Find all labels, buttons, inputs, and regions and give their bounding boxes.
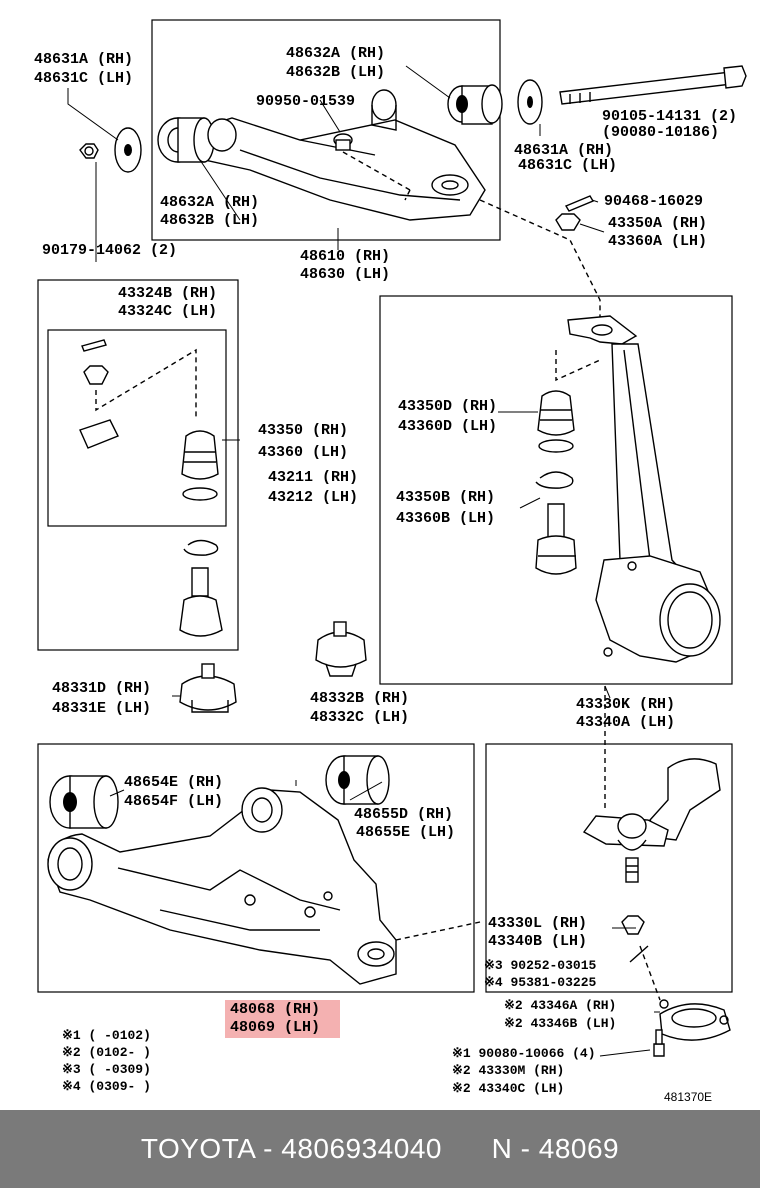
bumper-48332 xyxy=(315,621,367,677)
label-43350b: 43350B (RH) xyxy=(396,489,495,506)
leader-lines xyxy=(67,65,660,1057)
selected-part-highlight xyxy=(225,1000,340,1038)
label-90105: 90105-14131 (2) xyxy=(602,108,737,125)
label-48631a-right: 48631A (RH) xyxy=(514,142,613,159)
label-43360a: 43360A (LH) xyxy=(608,233,707,250)
label-48631c-right: 48631C (LH) xyxy=(518,157,617,174)
label-48632a-top: 48632A (RH) xyxy=(286,45,385,62)
note-3: ※3 ( -0309) xyxy=(62,1062,151,1077)
label-43340b: 43340B (LH) xyxy=(488,933,587,950)
label-43324c: 43324C (LH) xyxy=(118,303,217,320)
lower-ball-drawing xyxy=(582,758,731,1057)
label-48332b: 48332B (RH) xyxy=(310,690,409,707)
label-43340c: ※2 43340C (LH) xyxy=(452,1081,564,1096)
label-43350d: 43350D (RH) xyxy=(398,398,497,415)
note-1: ※1 ( -0102) xyxy=(62,1028,151,1043)
label-48654f: 48654F (LH) xyxy=(124,793,223,810)
cotter-and-nut xyxy=(479,195,601,325)
upper-arm-drawing xyxy=(157,84,503,221)
label-48632b-top: 48632B (LH) xyxy=(286,64,385,81)
label-43350a: 43350A (RH) xyxy=(608,215,707,232)
label-43211: 43211 (RH) xyxy=(268,469,358,486)
upper-bolt-right xyxy=(517,65,747,125)
ball-kit-outer-box xyxy=(37,279,239,651)
upper-washer-left xyxy=(79,127,142,173)
label-95381: ※4 95381-03225 xyxy=(484,975,597,990)
label-48632a-bottom: 48632A (RH) xyxy=(160,194,259,211)
label-48632b-bottom: 48632B (LH) xyxy=(160,212,259,229)
label-group: 48631A (RH) 48631C (LH) 48632A (RH) 4863… xyxy=(34,45,737,1104)
label-48068: 48068 (RH) xyxy=(230,1001,320,1018)
note-2: ※2 (0102- ) xyxy=(62,1045,151,1060)
label-43360d: 43360D (LH) xyxy=(398,418,497,435)
label-48655d: 48655D (RH) xyxy=(354,806,453,823)
label-48331d: 48331D (RH) xyxy=(52,680,151,697)
label-90179: 90179-14062 (2) xyxy=(42,242,177,259)
label-48331e: 48331E (LH) xyxy=(52,700,151,717)
label-90080-10066: ※1 90080-10066 (4) xyxy=(452,1046,596,1061)
parts-diagram: 48631A (RH) 48631C (LH) 48632A (RH) 4863… xyxy=(34,19,747,1104)
label-48332c: 48332C (LH) xyxy=(310,709,409,726)
note-4: ※4 (0309- ) xyxy=(62,1079,151,1094)
ball-kit-drawing xyxy=(79,339,223,637)
label-90950: 90950-01539 xyxy=(256,93,355,110)
lower-arm-box xyxy=(37,743,475,993)
label-43360: 43360 (LH) xyxy=(258,444,348,461)
label-48610: 48610 (RH) xyxy=(300,248,390,265)
label-48655e: 48655E (LH) xyxy=(356,824,455,841)
label-43212: 43212 (LH) xyxy=(268,489,358,506)
lower-ball-box xyxy=(485,743,733,993)
knuckle-drawing xyxy=(555,315,721,663)
label-43340a: 43340A (LH) xyxy=(576,714,675,731)
label-43330m: ※2 43330M (RH) xyxy=(452,1063,564,1078)
bumper-48331 xyxy=(179,663,237,713)
label-48631a: 48631A (RH) xyxy=(34,51,133,68)
label-43346b: ※2 43346B (LH) xyxy=(504,1016,616,1031)
diagram-code: 481370E xyxy=(664,1090,712,1104)
label-90468: 90468-16029 xyxy=(604,193,703,210)
footer-text: TOYOTA - 4806934040 N - 48069 xyxy=(140,1133,620,1164)
label-43346a: ※2 43346A (RH) xyxy=(504,998,616,1013)
label-43360b: 43360B (LH) xyxy=(396,510,495,527)
label-43324b: 43324B (RH) xyxy=(118,285,217,302)
label-48069: 48069 (LH) xyxy=(230,1019,320,1036)
label-43350: 43350 (RH) xyxy=(258,422,348,439)
label-48630: 48630 (LH) xyxy=(300,266,390,283)
label-43330l: 43330L (RH) xyxy=(488,915,587,932)
label-48654e: 48654E (RH) xyxy=(124,774,223,791)
label-90080: (90080-10186) xyxy=(602,124,719,141)
label-90252: ※3 90252-03015 xyxy=(484,958,597,973)
boot-and-ring xyxy=(535,390,577,575)
upper-arm-box xyxy=(151,19,501,241)
knuckle-box xyxy=(379,295,733,685)
label-43330k: 43330K (RH) xyxy=(576,696,675,713)
part-number-footer: TOYOTA - 4806934040 N - 48069 xyxy=(0,1110,760,1188)
label-48631c: 48631C (LH) xyxy=(34,70,133,87)
ball-kit-inner-box xyxy=(47,329,227,527)
lower-arm-drawing xyxy=(47,755,481,985)
